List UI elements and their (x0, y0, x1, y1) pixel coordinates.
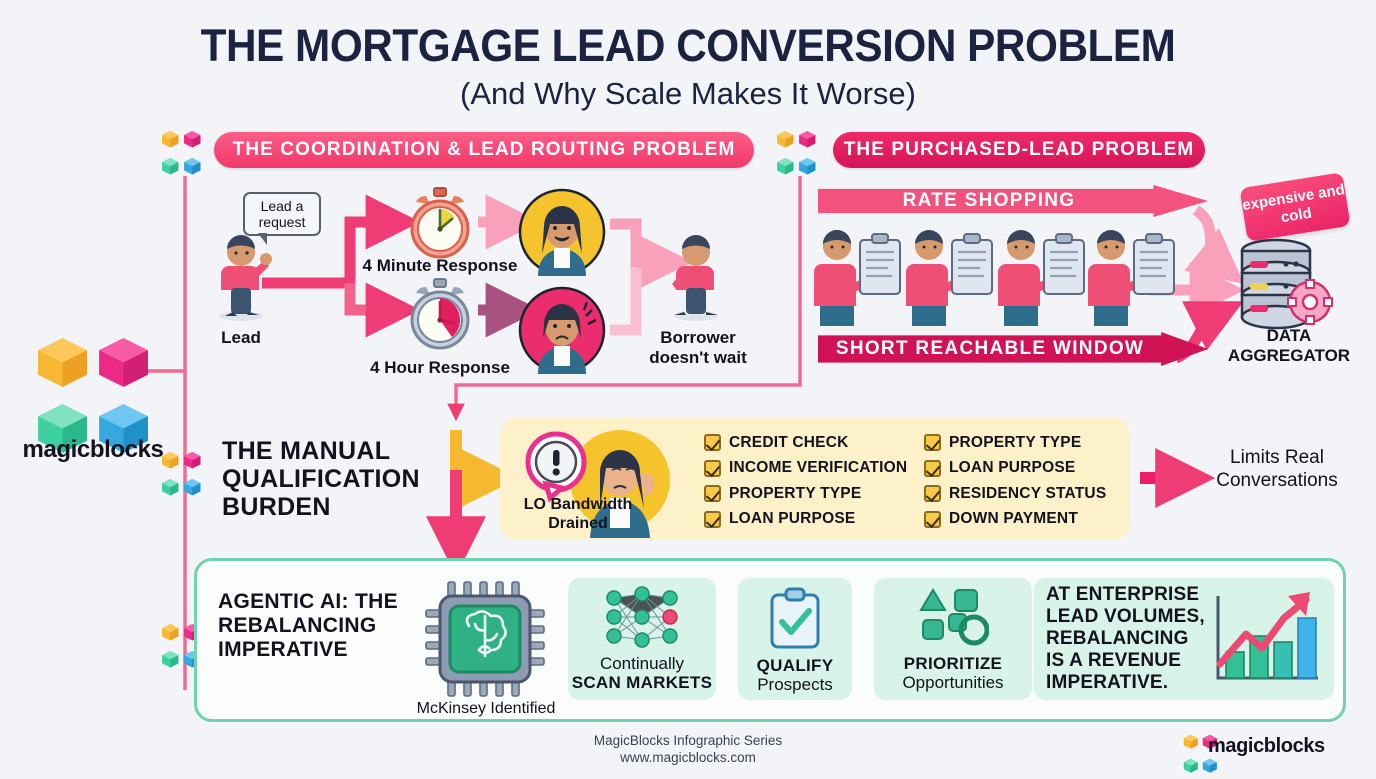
agentic-conclusion-card: AT ENTERPRISE LEAD VOLUMES, REBALANCING … (1034, 578, 1334, 700)
frustrated-loan-officer-avatar (518, 286, 606, 374)
lead-label: Lead (221, 328, 261, 347)
checklist-item: LOAN PURPOSE (704, 507, 907, 533)
ai-brain-chip-icon (425, 581, 545, 697)
checkbox-checked-icon (704, 485, 721, 503)
checklist-item: LOAN PURPOSE (924, 456, 1106, 482)
section-header-purchased: THE PURCHASED-LEAD PROBLEM (833, 132, 1205, 168)
database-gear-icon (1240, 238, 1333, 330)
step-caption-top: PRIORITIZE (903, 654, 1003, 673)
step-caption-bottom: Opportunities (902, 673, 1004, 692)
manual-burden-heading: THE MANUAL QUALIFICATION BURDEN (222, 437, 420, 521)
qualification-checklist-right: PROPERTY TYPE LOAN PURPOSE RESIDENCY STA… (924, 430, 1106, 532)
agentic-step-caption: QUALIFY Prospects (757, 656, 834, 694)
step-caption-top: Continually (599, 654, 685, 673)
checklist-item: CREDIT CHECK (704, 430, 907, 456)
clipboard-check-icon (770, 587, 820, 649)
section-bullet-cubes-manual (160, 450, 202, 495)
rate-shopping-banner: RATE SHOPPING (818, 185, 1208, 217)
agentic-step-caption: PRIORITIZE Opportunities (902, 654, 1003, 692)
neural-network-icon (606, 586, 678, 648)
fast-response-label: 4 Minute Response (362, 256, 518, 275)
section-bullet-cubes-coordination (160, 129, 202, 174)
checklist-item: DOWN PAYMENT (924, 507, 1106, 533)
person-walking-icon (219, 235, 272, 321)
slow-response-label: 4 Hour Response (370, 358, 510, 377)
footer-series-label: MagicBlocks Infographic Series (593, 733, 783, 748)
checkbox-checked-icon (704, 434, 721, 452)
data-aggregator-label: DATA AGGREGATOR (1227, 326, 1351, 365)
agentic-step-prioritize: PRIORITIZE Opportunities (874, 578, 1032, 700)
checkbox-checked-icon (704, 510, 721, 528)
cube-green-icon (32, 398, 93, 464)
stopwatch-slow-icon (410, 278, 470, 350)
checkbox-checked-icon (924, 510, 941, 528)
checklist-item: INCOME VERIFICATION (704, 456, 907, 482)
stopwatch-fast-icon (410, 187, 470, 259)
page-subtitle: (And Why Scale Makes It Worse) (460, 76, 916, 111)
checklist-label: INCOME VERIFICATION (729, 459, 908, 477)
cube-blue-icon (93, 398, 154, 464)
checklist-item: PROPERTY TYPE (924, 430, 1106, 456)
page-title: THE MORTGAGE LEAD CONVERSION PROBLEM (200, 20, 1176, 71)
cube-pink-icon (93, 332, 154, 398)
step-caption-bottom: Prospects (757, 675, 833, 694)
lo-bandwidth-label: LO Bandwidth Drained (523, 496, 633, 532)
checklist-label: RESIDENCY STATUS (949, 484, 1107, 502)
checklist-label: LOAN PURPOSE (949, 459, 1076, 477)
checkbox-checked-icon (924, 459, 941, 477)
conclusion-text: AT ENTERPRISE LEAD VOLUMES, REBALANCING … (1046, 584, 1205, 693)
step-caption-bottom: SCAN MARKETS (571, 673, 713, 692)
agentic-step-qualify: QUALIFY Prospects (738, 578, 852, 700)
section-header-coordination: THE COORDINATION & LEAD ROUTING PROBLEM (214, 132, 754, 168)
qualification-checklist-left: CREDIT CHECK INCOME VERIFICATION PROPERT… (704, 430, 907, 532)
checklist-item: RESIDENCY STATUS (924, 481, 1106, 507)
checkbox-checked-icon (924, 434, 941, 452)
qualification-panel: CREDIT CHECK INCOME VERIFICATION PROPERT… (500, 418, 1130, 540)
stressed-loan-officer-icon (525, 430, 670, 538)
magicblocks-logo (32, 332, 154, 464)
step-caption-top: QUALIFY (756, 656, 834, 675)
rate-shoppers-group (814, 228, 1176, 326)
section-bullet-cubes-purchased (775, 129, 817, 174)
cube-orange-icon (32, 332, 93, 398)
happy-loan-officer-avatar (518, 188, 606, 276)
footer-brand-name: magicblocks (1208, 735, 1325, 757)
brand-name: magicblocks (22, 436, 164, 463)
limits-conversations-label: Limits Real Conversations (1216, 447, 1338, 491)
checkbox-checked-icon (924, 485, 941, 503)
checklist-label: CREDIT CHECK (729, 433, 849, 451)
agentic-step-caption: Continually SCAN MARKETS (572, 654, 713, 692)
expensive-and-cold-tag: expensive and cold (1239, 172, 1351, 242)
person-walking-away-icon (672, 235, 718, 321)
short-window-banner: SHORT REACHABLE WINDOW (818, 332, 1208, 366)
checklist-label: LOAN PURPOSE (729, 510, 856, 528)
footer-website-url[interactable]: www.magicblocks.com (620, 750, 756, 765)
checkbox-checked-icon (704, 459, 721, 477)
shapes-sort-icon (919, 588, 989, 646)
checklist-item: PROPERTY TYPE (704, 481, 907, 507)
growth-bar-chart-icon (1216, 592, 1318, 680)
borrower-outcome-label: Borrower doesn't wait (649, 328, 747, 367)
checklist-label: PROPERTY TYPE (729, 484, 862, 502)
lead-request-bubble: Lead a request (243, 192, 321, 245)
agentic-heading: AGENTIC AI: THE REBALANCING IMPERATIVE (218, 590, 398, 661)
checklist-label: PROPERTY TYPE (949, 433, 1082, 451)
mckinsey-caption: McKinsey Identified (416, 700, 556, 717)
agentic-step-scan-markets: Continually SCAN MARKETS (568, 578, 716, 700)
checklist-label: DOWN PAYMENT (949, 510, 1078, 528)
